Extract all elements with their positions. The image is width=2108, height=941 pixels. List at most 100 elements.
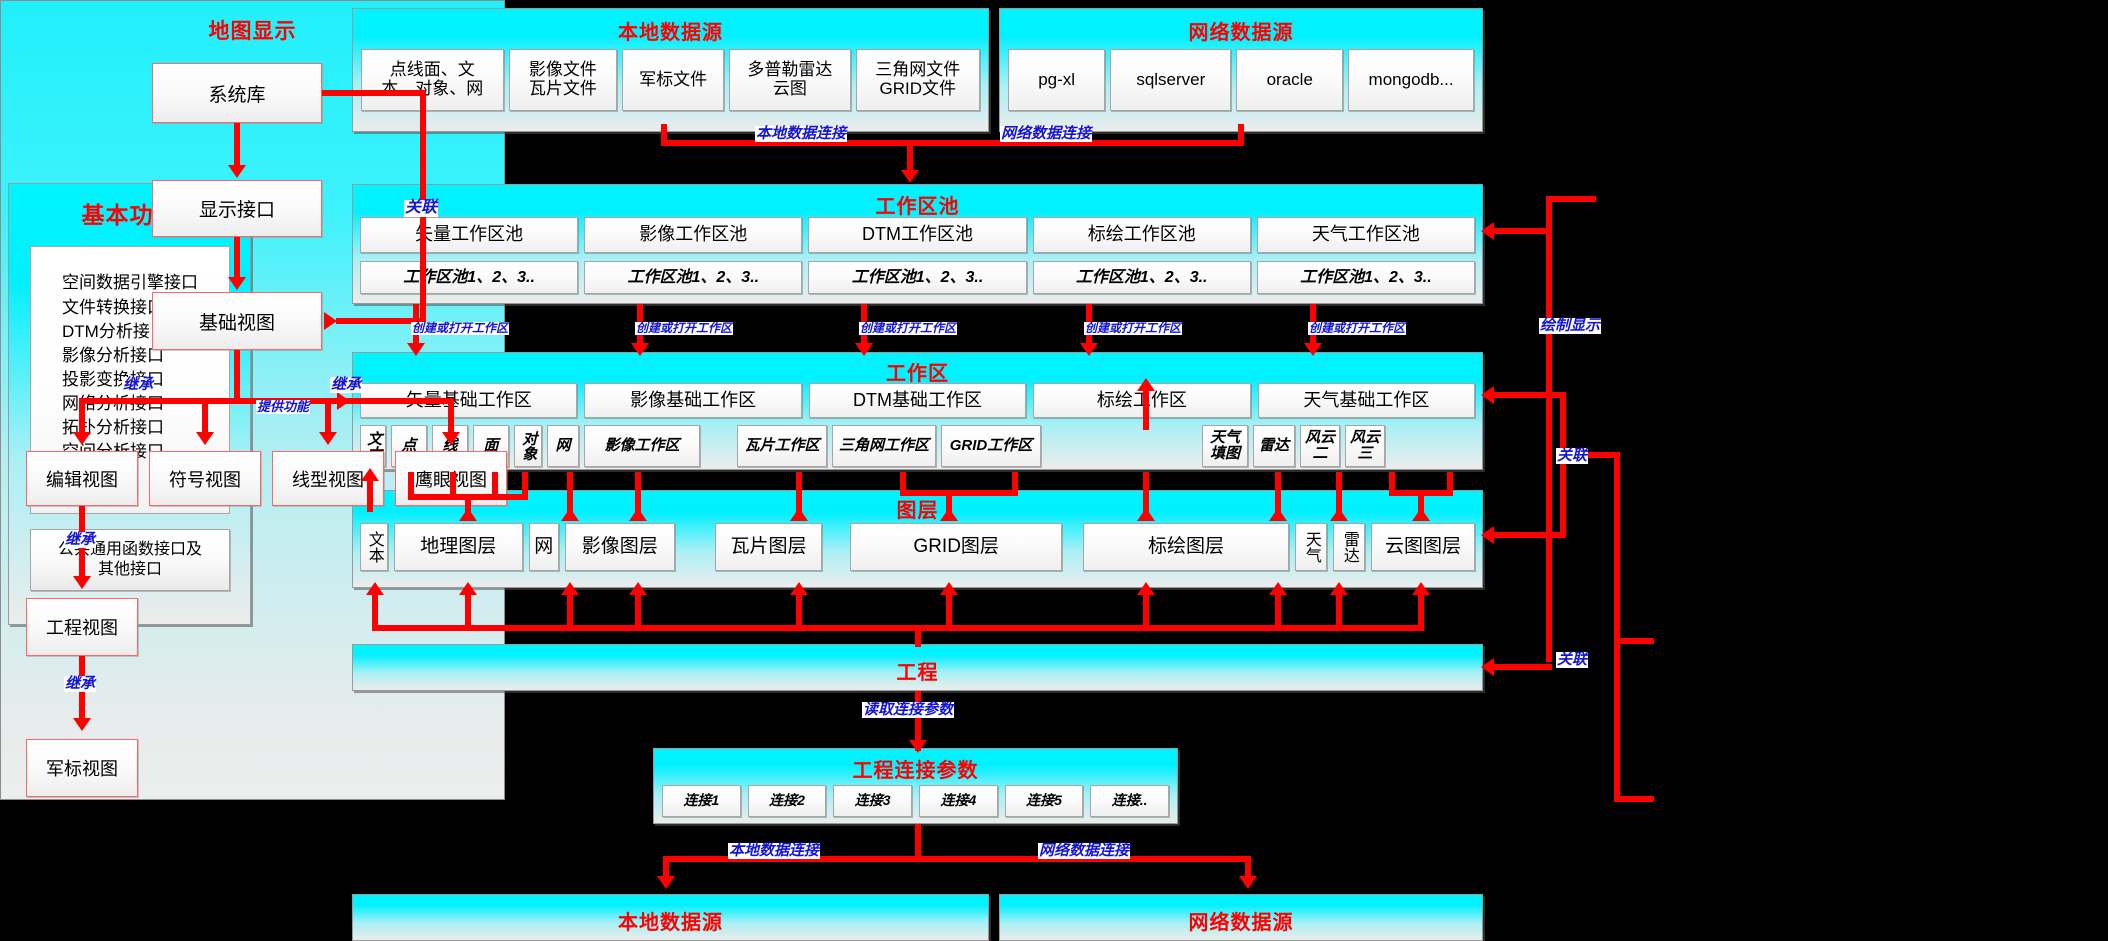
conn-wssub-object-up: [522, 472, 528, 498]
node-edit-view[interactable]: 编辑视图: [26, 451, 138, 506]
node-system-library[interactable]: 系统库: [152, 63, 322, 123]
arrowhead-up: [1330, 582, 1348, 595]
layer-geographic[interactable]: 地理图层: [394, 523, 523, 571]
pool-vector[interactable]: 矢量工作区池: [360, 217, 579, 253]
conn-to-pool-v1: [907, 140, 913, 174]
ws-sub-radar[interactable]: 雷达: [1253, 425, 1295, 467]
arrowhead-up: [790, 508, 808, 521]
layer-grid[interactable]: GRID图层: [850, 523, 1063, 571]
conn-fan-symbol: [202, 398, 208, 436]
pool-image[interactable]: 影像工作区池: [584, 217, 803, 253]
arrowhead-down: [228, 277, 246, 290]
edge-label-association-systemlib: 关联: [404, 199, 439, 217]
ws-sub-image-workspace[interactable]: 影像工作区: [584, 425, 700, 467]
layer-net[interactable]: 网: [528, 523, 559, 571]
conn-connparams-bus-h: [663, 856, 1251, 862]
layer-tile[interactable]: 瓦片图层: [714, 523, 823, 571]
conn-localsrc-h: [661, 140, 913, 146]
pool-instance-vector[interactable]: 工作区池1、2、3..: [360, 261, 579, 294]
local-data-source-bottom-title: 本地数据源: [618, 912, 723, 934]
ws-sub-tile-workspace[interactable]: 瓦片工作区: [737, 425, 827, 467]
edge-label-create-open-workspace-4: 创建或打开工作区: [1084, 321, 1183, 335]
network-source-item-sqlserver[interactable]: sqlserver: [1110, 49, 1232, 111]
ws-sub-object[interactable]: 对象: [514, 425, 542, 467]
conn-bus-to-layers: [1494, 532, 1566, 538]
pool-weather[interactable]: 天气工作区池: [1256, 217, 1476, 253]
conn-bus-to-pool: [1494, 228, 1552, 234]
layer-cloud[interactable]: 云图图层: [1371, 523, 1476, 571]
pool-plot[interactable]: 标绘工作区池: [1032, 217, 1251, 253]
connection-2[interactable]: 连接2: [747, 785, 827, 817]
edge-label-create-open-workspace-2: 创建或打开工作区: [635, 321, 734, 335]
ws-sub-tin-workspace[interactable]: 三角网工作区: [832, 425, 936, 467]
arrowhead-up: [790, 582, 808, 595]
arrowhead-up: [1137, 508, 1155, 521]
connection-1[interactable]: 连接1: [662, 785, 741, 817]
arrowhead-up: [459, 508, 477, 521]
arrowhead-up: [1412, 582, 1430, 595]
network-source-item-pgxl[interactable]: pg-xl: [1008, 49, 1106, 111]
conn-bus-layer-branch: [1560, 392, 1566, 538]
arrowhead-up: [629, 582, 647, 595]
ws-sub-grid-workspace[interactable]: GRID工作区: [941, 425, 1041, 467]
edge-label-local-data-connection-bottom: 本地数据连接: [728, 842, 821, 859]
layer-text[interactable]: 文本: [360, 523, 388, 571]
connection-3[interactable]: 连接3: [833, 785, 913, 817]
pool-instance-plot[interactable]: 工作区池1、2、3..: [1032, 261, 1251, 294]
conn-right-bus-v: [1546, 196, 1552, 662]
network-source-item-mongodb[interactable]: mongodb...: [1348, 49, 1474, 111]
arrowhead-down: [73, 718, 91, 731]
conn-geo-merge-v: [465, 494, 471, 516]
project-connection-params-title: 工程连接参数: [852, 760, 979, 782]
conn-wssub-fy3-up: [1447, 472, 1453, 494]
conn-project-image: [635, 588, 641, 630]
layer-plot[interactable]: 标绘图层: [1083, 523, 1290, 571]
node-milmark-view[interactable]: 军标视图: [26, 739, 138, 797]
pool-instance-image[interactable]: 工作区池1、2、3..: [584, 261, 803, 294]
ws-base-image[interactable]: 影像基础工作区: [584, 383, 802, 418]
edge-label-inheritance-left: 继承: [122, 376, 155, 393]
node-symbol-view[interactable]: 符号视图: [149, 451, 261, 506]
edge-label-inheritance-milmark: 继承: [64, 675, 97, 692]
pool-dtm[interactable]: DTM工作区池: [808, 217, 1027, 253]
local-source-item-milmark[interactable]: 军标文件: [622, 49, 725, 111]
node-display-interface[interactable]: 显示接口: [152, 180, 322, 237]
layer-image[interactable]: 影像图层: [564, 523, 675, 571]
workspace-pool-instances: 工作区池1、2、3.. 工作区池1、2、3.. 工作区池1、2、3.. 工作区池…: [360, 261, 1476, 294]
node-project-view[interactable]: 工程视图: [26, 598, 138, 656]
layer-radar[interactable]: 雷达: [1333, 523, 1366, 571]
edge-label-create-open-workspace-5: 创建或打开工作区: [1308, 321, 1407, 335]
layer-weather[interactable]: 天气: [1295, 523, 1328, 571]
local-source-item-radar[interactable]: 多普勒雷达 云图: [729, 49, 851, 111]
conn-project-bus-v: [915, 625, 921, 647]
ws-base-weather[interactable]: 天气基础工作区: [1257, 383, 1476, 418]
ws-sub-net[interactable]: 网: [547, 425, 579, 467]
arrowhead-up: [1412, 508, 1430, 521]
arrowhead-right: [324, 312, 337, 330]
layers-items: 文本 地理图层 网 影像图层 瓦片图层 GRID图层 标绘图层 天气 雷达 云图…: [360, 523, 1476, 571]
pool-instance-weather[interactable]: 工作区池1、2、3..: [1256, 261, 1476, 294]
arrowhead-up: [629, 508, 647, 521]
connection-5[interactable]: 连接5: [1004, 785, 1084, 817]
ws-sub-fengyun-3[interactable]: 风云 三: [1345, 425, 1385, 467]
connection-4[interactable]: 连接4: [919, 785, 998, 817]
network-source-item-oracle[interactable]: oracle: [1236, 49, 1344, 111]
connection-more[interactable]: 连接..: [1090, 785, 1170, 817]
ws-sub-weather-plot[interactable]: 天气 填图: [1202, 425, 1248, 467]
conn-connparams-down: [915, 824, 921, 862]
conn-wssub-fy2-up: [1389, 472, 1395, 494]
pool-instance-dtm[interactable]: 工作区池1、2、3..: [808, 261, 1027, 294]
local-source-item-vector[interactable]: 点线面、文 本、对象、网: [361, 49, 504, 111]
project-panel: 工程: [352, 644, 1483, 691]
node-base-view[interactable]: 基础视图: [152, 292, 322, 350]
workspace-title: 工作区: [886, 363, 949, 385]
local-data-source-panel: 本地数据源 点线面、文 本、对象、网 影像文件 瓦片文件 军标文件 多普勒雷达 …: [352, 8, 989, 132]
ws-base-dtm[interactable]: DTM基础工作区: [808, 383, 1027, 418]
conn-project-grid: [946, 588, 952, 630]
local-source-item-grid[interactable]: 三角网文件 GRID文件: [855, 49, 981, 111]
ws-sub-fengyun-2[interactable]: 风云 二: [1300, 425, 1340, 467]
arrowhead-up: [361, 468, 379, 481]
local-source-item-image[interactable]: 影像文件 瓦片文件: [508, 49, 618, 111]
arrowhead-down: [657, 876, 675, 889]
conn-systemlib-assoc-h: [322, 90, 426, 96]
